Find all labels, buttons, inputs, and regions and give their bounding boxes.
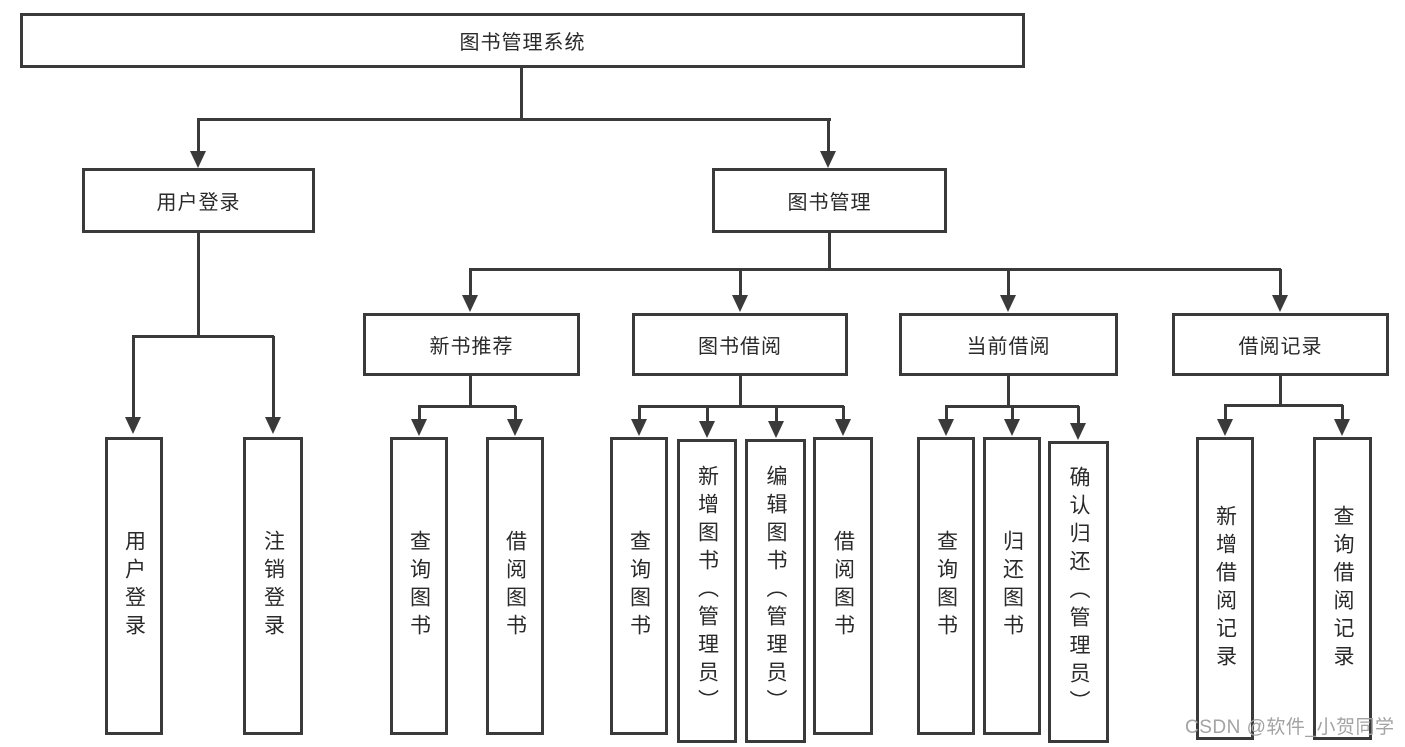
- connector-line: [418, 405, 516, 408]
- connector-line: [1279, 269, 1282, 295]
- arrow-down-icon: [265, 417, 281, 434]
- arrow-down-icon: [411, 419, 427, 436]
- arrow-down-icon: [1217, 419, 1233, 436]
- leaf-logout: 注销登录: [243, 437, 303, 735]
- leaf-query-book-2: 查询图书: [610, 437, 668, 735]
- leaf-add-borrow-record: 新增借阅记录: [1196, 437, 1254, 740]
- leaf-user-login: 用户登录: [105, 437, 163, 735]
- arrow-down-icon: [732, 295, 748, 312]
- connector-line: [1224, 404, 1343, 407]
- connector-line: [842, 406, 845, 419]
- connector-line: [706, 406, 709, 421]
- arrow-down-icon: [125, 417, 141, 434]
- arrow-down-icon: [1000, 295, 1016, 312]
- connector-line: [775, 406, 778, 421]
- connector-line: [1011, 406, 1014, 419]
- connector-line: [520, 68, 523, 120]
- csdn-watermark: CSDN @软件_小贺同学: [1185, 717, 1395, 738]
- arrow-down-icon: [938, 419, 954, 436]
- connector-line: [469, 269, 472, 295]
- node-system-title: 图书管理系统: [20, 13, 1025, 68]
- connector-line: [828, 233, 831, 270]
- connector-line: [739, 376, 742, 407]
- leaf-return-book: 归还图书: [983, 437, 1041, 735]
- leaf-confirm-return-admin: 确认归还（管理员）: [1048, 441, 1109, 743]
- node-book-management: 图书管理: [712, 168, 947, 233]
- leaf-add-book-admin: 新增图书（管理员）: [677, 439, 737, 743]
- connector-line: [1279, 376, 1282, 406]
- connector-line: [827, 119, 830, 151]
- connector-line: [197, 233, 200, 337]
- arrow-down-icon: [1004, 419, 1020, 436]
- node-new-book-recommend: 新书推荐: [363, 313, 580, 376]
- connector-line: [945, 406, 948, 419]
- arrow-down-icon: [1070, 423, 1086, 440]
- connector-line: [469, 376, 472, 407]
- leaf-query-book-3: 查询图书: [917, 437, 975, 735]
- node-current-borrow: 当前借阅: [899, 313, 1118, 376]
- connector-line: [1007, 269, 1010, 295]
- connector-line: [1077, 406, 1080, 423]
- connector-line: [1341, 405, 1344, 419]
- arrow-down-icon: [507, 419, 523, 436]
- connector-line: [514, 406, 517, 419]
- leaf-edit-book-admin: 编辑图书（管理员）: [745, 439, 806, 743]
- connector-line: [638, 405, 844, 408]
- arrow-down-icon: [820, 151, 836, 168]
- connector-line: [469, 268, 1281, 271]
- arrow-down-icon: [1334, 419, 1350, 436]
- leaf-query-borrow-record: 查询借阅记录: [1313, 437, 1372, 740]
- leaf-borrow-book-2: 借阅图书: [813, 437, 873, 735]
- leaf-borrow-book-1: 借阅图书: [486, 437, 544, 735]
- connector-line: [132, 335, 274, 338]
- arrow-down-icon: [768, 421, 784, 438]
- connector-line: [197, 118, 831, 121]
- connector-line: [1224, 405, 1227, 419]
- arrow-down-icon: [699, 421, 715, 438]
- connector-line: [272, 336, 275, 417]
- connector-line: [638, 406, 641, 419]
- arrow-down-icon: [190, 151, 206, 168]
- node-borrow-records: 借阅记录: [1172, 313, 1389, 376]
- connector-line: [1007, 376, 1010, 407]
- connector-line: [132, 336, 135, 417]
- leaf-query-book-1: 查询图书: [390, 437, 448, 735]
- arrow-down-icon: [462, 295, 478, 312]
- connector-line: [197, 119, 200, 151]
- arrow-down-icon: [631, 419, 647, 436]
- node-user-login: 用户登录: [82, 168, 315, 233]
- arrow-down-icon: [1272, 295, 1288, 312]
- arrow-down-icon: [835, 419, 851, 436]
- connector-line: [418, 406, 421, 419]
- node-book-borrow: 图书借阅: [632, 313, 848, 376]
- connector-line: [739, 269, 742, 295]
